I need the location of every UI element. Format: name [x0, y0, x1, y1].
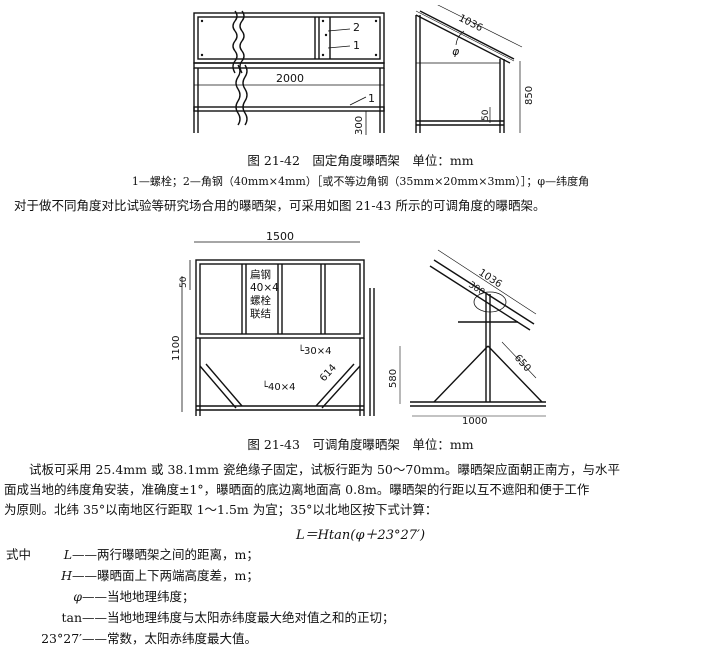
- dim-2000: 2000: [276, 72, 304, 85]
- definition-text: ——曝晒面上下两端高度差，m；: [72, 568, 259, 583]
- dim-300: 300: [354, 116, 365, 135]
- definition-text: ——两行曝晒架之间的距离，m；: [72, 547, 259, 562]
- note-line-1: 扁钢: [250, 268, 271, 281]
- dim-50-43: 50: [179, 276, 189, 288]
- definitions: 式中 L——两行曝晒架之间的距离，m； H——曝晒面上下两端高度差，m； φ——当…: [6, 544, 395, 649]
- callout-1b: 1: [368, 92, 375, 105]
- definition-row: 式中 L——两行曝晒架之间的距离，m；: [6, 544, 395, 565]
- note-line-3: 螺栓: [250, 294, 271, 307]
- dim-614: 614: [318, 362, 339, 384]
- definition-text: ——当地地理纬度与太阳赤纬度最大绝对值之和的正切；: [82, 610, 395, 625]
- figure-21-42-caption: 图 21-42 固定角度曝晒架 单位：mm: [247, 153, 474, 168]
- figure-21-43-caption: 图 21-43 可调角度曝晒架 单位：mm: [247, 437, 474, 452]
- note-line-2: 40×4: [250, 282, 279, 294]
- figure-21-43: 1500 50 1100 扁钢 40×4 螺栓 联结 └30×4 └40×4 6…: [171, 230, 546, 426]
- side-frame-43: [399, 249, 546, 417]
- definition-text: ——当地地理纬度；: [82, 589, 195, 604]
- definition-symbol: tan: [61, 610, 82, 625]
- dim-50: 50: [481, 109, 491, 121]
- intro-text: 对于做不同角度对比试验等研究场合用的曝晒架，可采用如图 21-43 所示的可调角…: [14, 198, 546, 213]
- definition-text: ——常数，太阳赤纬度最大值。: [82, 631, 258, 646]
- dim-850: 850: [524, 86, 535, 105]
- body-line-2: 面成当地的纬度角安装，准确度±1°，曝晒面的底边离地面高 0.8m。曝晒架的行距…: [4, 482, 590, 497]
- definition-symbol: 23°27′: [41, 631, 82, 646]
- front-frame-43: [181, 241, 375, 416]
- note-line-4: 联结: [250, 307, 271, 320]
- dim-angle-30x4: └30×4: [298, 344, 332, 357]
- side-frame: [415, 5, 523, 133]
- definition-symbol: φ: [73, 589, 82, 604]
- body-line-3: 为原则。北纬 35°以南地区行距取 1～1.5m 为宜；35°以北地区按下式计算…: [4, 502, 438, 517]
- definition-row: H——曝晒面上下两端高度差，m；: [6, 565, 395, 586]
- figure-21-42-legend: 1—螺栓；2—角钢（40mm×4mm）［或不等边角钢（35mm×20mm×3mm…: [131, 175, 590, 188]
- dim-1036: 1036: [457, 13, 485, 34]
- callout-1: 1: [353, 39, 360, 52]
- figure-21-42: 2 1 2000 1 300 1036 φ 850 50: [193, 5, 535, 135]
- definition-row: 23°27′——常数，太阳赤纬度最大值。: [6, 628, 395, 649]
- definition-row: φ——当地地理纬度；: [6, 586, 395, 607]
- dim-580: 580: [388, 369, 399, 388]
- body-line-1: 试板可采用 25.4mm 或 38.1mm 瓷绝缘子固定，试板行距为 50～70…: [4, 462, 620, 477]
- definition-symbol: H: [61, 568, 72, 583]
- phi-label: φ: [452, 45, 460, 58]
- callout-2: 2: [353, 21, 360, 34]
- dim-1100: 1100: [171, 336, 182, 361]
- definitions-lead: 式中: [6, 547, 32, 562]
- front-frame: [193, 10, 385, 135]
- definition-row: tan——当地地理纬度与太阳赤纬度最大绝对值之和的正切；: [6, 607, 395, 628]
- dim-1000: 1000: [462, 416, 487, 426]
- dim-1500: 1500: [266, 230, 294, 243]
- formula: L＝Htan(φ＋23°27′): [295, 528, 426, 543]
- dim-angle-40x4: └40×4: [262, 380, 296, 393]
- definition-symbol: L: [63, 547, 72, 562]
